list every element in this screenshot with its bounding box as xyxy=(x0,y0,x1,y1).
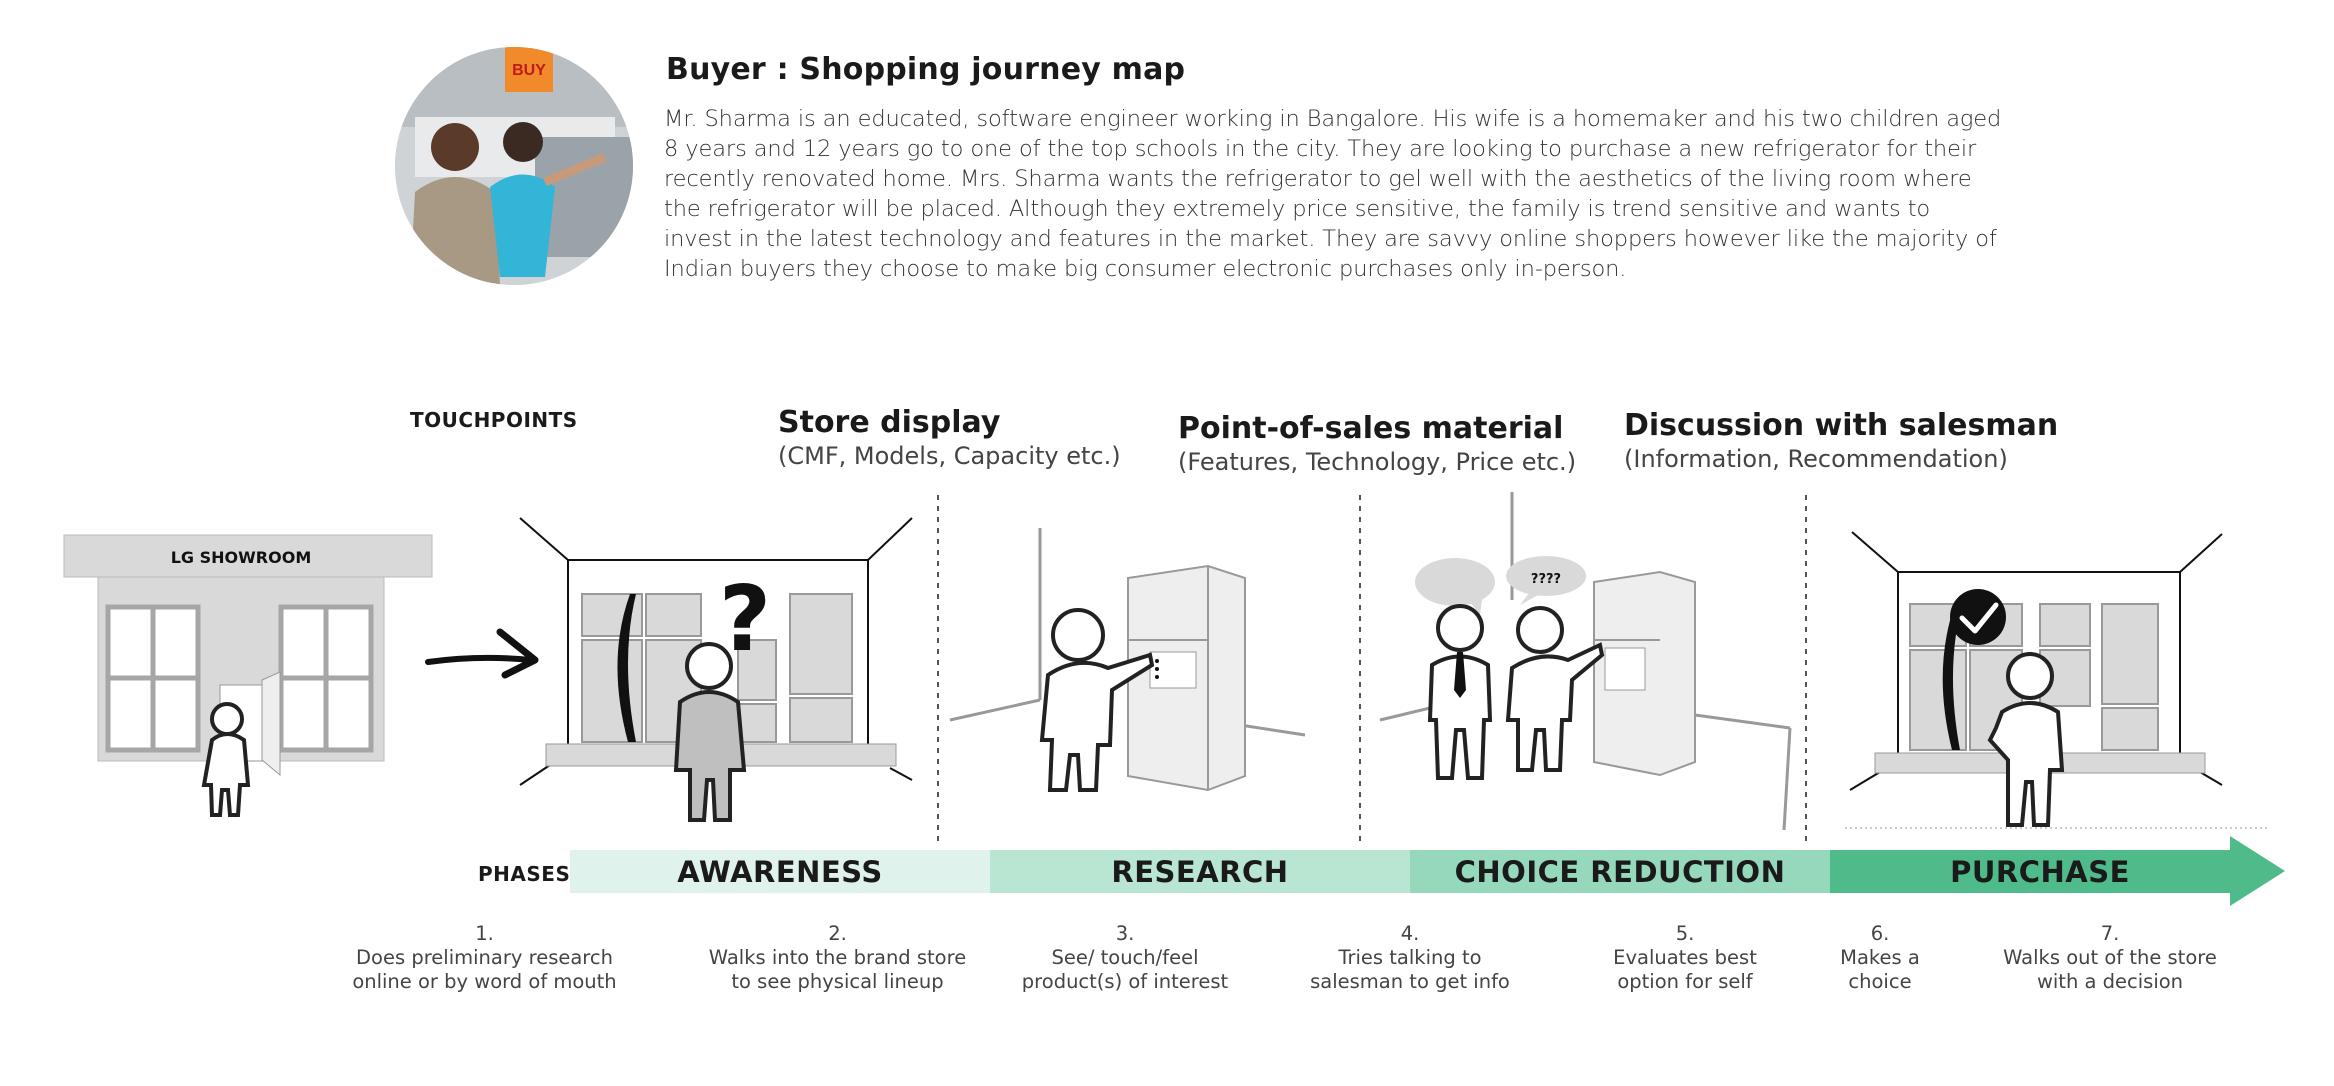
phase-choice-reduction-band xyxy=(1410,850,1830,893)
buyer-description: Mr. Sharma is an educated, software engi… xyxy=(664,106,2002,282)
touchpoint-store-display-subtitle: (CMF, Models, Capacity etc.) xyxy=(778,442,1121,470)
phase-purchase-arrow xyxy=(1830,836,2285,906)
enter-arrow xyxy=(425,628,539,679)
touchpoint-pos-material-subtitle: (Features, Technology, Price etc.) xyxy=(1178,448,1577,476)
phase-purchase-label: PURCHASE xyxy=(1950,855,2130,889)
phase-awareness-band xyxy=(570,850,990,893)
touchpoint-salesman-title: Discussion with salesman xyxy=(1624,408,2059,443)
phase-choice-reduction-label: CHOICE REDUCTION xyxy=(1454,855,1786,889)
phase-bar xyxy=(570,836,2285,906)
touchpoints-label: TOUCHPOINTS xyxy=(410,408,578,432)
phase-awareness-label: AWARENESS xyxy=(677,855,883,889)
photo-sign-text: BUY xyxy=(512,62,546,79)
salesman-discussion-illustration: ???? xyxy=(1379,492,1792,831)
research-illustration xyxy=(949,528,1306,792)
touchpoint-salesman-subtitle: (Information, Recommendation) xyxy=(1624,445,2008,473)
buyer-photo: BUY xyxy=(395,47,633,285)
phase-research-band xyxy=(990,850,1410,893)
phase-dividers xyxy=(937,495,1807,845)
store-display-illustration: ? xyxy=(519,517,913,822)
buyer-photo-illustration: BUY xyxy=(395,47,633,285)
showroom-sign-text: LG SHOWROOM xyxy=(171,548,312,567)
phases-label: PHASES xyxy=(478,862,571,886)
purchase-illustration xyxy=(1845,531,2270,829)
journey-map-title: Buyer : Shopping journey map xyxy=(666,52,1186,87)
speech-bubble-text: ???? xyxy=(1531,572,1561,587)
lg-showroom-illustration: LG SHOWROOM xyxy=(63,534,433,817)
phase-research-label: RESEARCH xyxy=(1111,855,1289,889)
touchpoint-store-display-title: Store display xyxy=(778,405,1001,440)
touchpoint-pos-material-title: Point-of-sales material xyxy=(1178,411,1564,446)
